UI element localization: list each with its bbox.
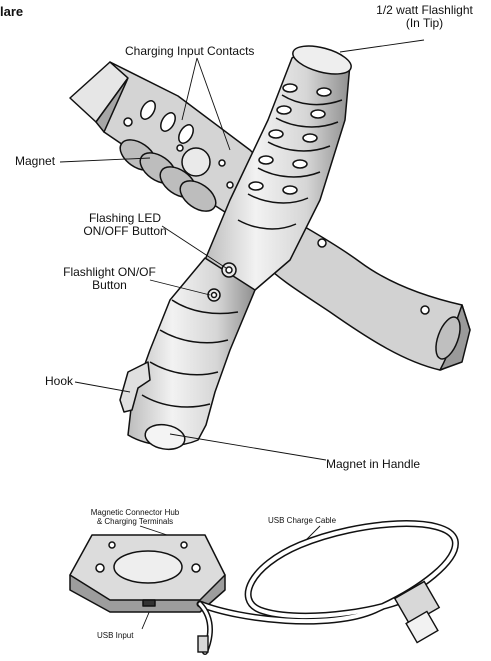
label-hub-line1: Magnetic Connector Hub — [80, 508, 190, 517]
label-flashlight-tip: 1/2 watt Flashlight (In Tip) — [362, 4, 487, 30]
label-hub: Magnetic Connector Hub & Charging Termin… — [80, 508, 190, 526]
label-usb-input: USB Input — [97, 631, 133, 640]
label-hub-line2: & Charging Terminals — [80, 517, 190, 526]
magnet-disc — [182, 148, 210, 176]
label-magnet: Magnet — [15, 155, 55, 168]
label-flashlight-tip-line2: (In Tip) — [362, 17, 487, 30]
label-flashing-led-line2: ON/OFF Button — [80, 225, 170, 238]
label-hook: Hook — [45, 375, 73, 388]
label-flashlight-button: Flashlight ON/OF Button — [62, 266, 157, 292]
label-charging-contacts: Charging Input Contacts — [125, 45, 254, 58]
charging-hub — [70, 535, 225, 612]
hub-magnet-well — [114, 551, 182, 583]
label-magnet-in-handle: Magnet in Handle — [326, 458, 420, 471]
label-flashing-led: Flashing LED ON/OFF Button — [80, 212, 170, 238]
usb-input-port — [143, 600, 155, 606]
label-usb-cable: USB Charge Cable — [268, 516, 336, 525]
label-flashlight-button-line2: Button — [62, 279, 157, 292]
title-fragment: lare — [0, 5, 23, 18]
